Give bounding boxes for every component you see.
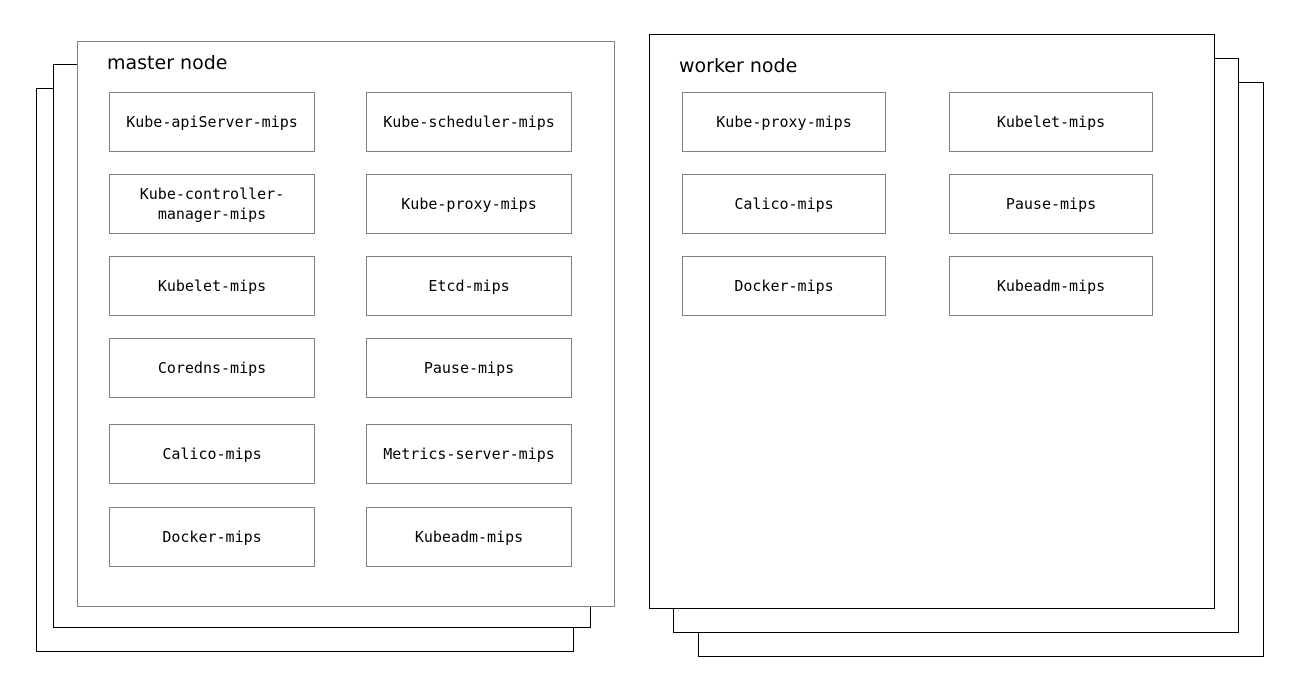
component-label: Kubeadm-mips <box>414 528 524 546</box>
component-label: Kubeadm-mips <box>996 277 1106 295</box>
component-label: Pause-mips <box>423 359 515 377</box>
master-node-component-box[interactable]: Kube-scheduler-mips <box>366 92 572 152</box>
component-label: Kube-proxy-mips <box>716 113 852 131</box>
master-node-component-box[interactable]: Kube-proxy-mips <box>366 174 572 234</box>
component-label: Docker-mips <box>162 528 262 546</box>
worker-node-component-box[interactable]: Kubeadm-mips <box>949 256 1153 316</box>
component-label: Calico-mips <box>162 445 262 463</box>
master-node-component-box[interactable]: Etcd-mips <box>366 256 572 316</box>
master-node-component-box[interactable]: Kube-controller-manager-mips <box>109 174 315 234</box>
worker-node-component-box[interactable]: Calico-mips <box>682 174 886 234</box>
component-label: Kube-scheduler-mips <box>383 113 555 131</box>
worker-node-component-box[interactable]: Pause-mips <box>949 174 1153 234</box>
component-label: Calico-mips <box>734 195 834 213</box>
worker-node-component-box[interactable]: Kube-proxy-mips <box>682 92 886 152</box>
master-node-component-box[interactable]: Metrics-server-mips <box>366 424 572 484</box>
worker-node-component-box[interactable]: Kubelet-mips <box>949 92 1153 152</box>
master-node-component-box[interactable]: Docker-mips <box>109 507 315 567</box>
master-node-component-box[interactable]: Calico-mips <box>109 424 315 484</box>
component-label: Etcd-mips <box>428 277 510 295</box>
master-node-component-box[interactable]: Kubeadm-mips <box>366 507 572 567</box>
component-label: Kubelet-mips <box>996 113 1106 131</box>
master-node-component-box[interactable]: Coredns-mips <box>109 338 315 398</box>
component-label: Kubelet-mips <box>157 277 267 295</box>
component-label: Docker-mips <box>734 277 834 295</box>
component-label: Kube-apiServer-mips <box>126 113 298 131</box>
component-label: Metrics-server-mips <box>383 445 555 463</box>
component-label: Kube-proxy-mips <box>401 195 537 213</box>
component-label: Kube-controller-manager-mips <box>139 185 285 223</box>
component-label: Pause-mips <box>1005 195 1097 213</box>
master-node-component-box[interactable]: Pause-mips <box>366 338 572 398</box>
master-node-component-box[interactable]: Kube-apiServer-mips <box>109 92 315 152</box>
component-label: Coredns-mips <box>157 359 267 377</box>
master-node-title: master node <box>107 52 228 74</box>
worker-node-component-box[interactable]: Docker-mips <box>682 256 886 316</box>
worker-node-title: worker node <box>679 55 798 77</box>
master-node-component-box[interactable]: Kubelet-mips <box>109 256 315 316</box>
